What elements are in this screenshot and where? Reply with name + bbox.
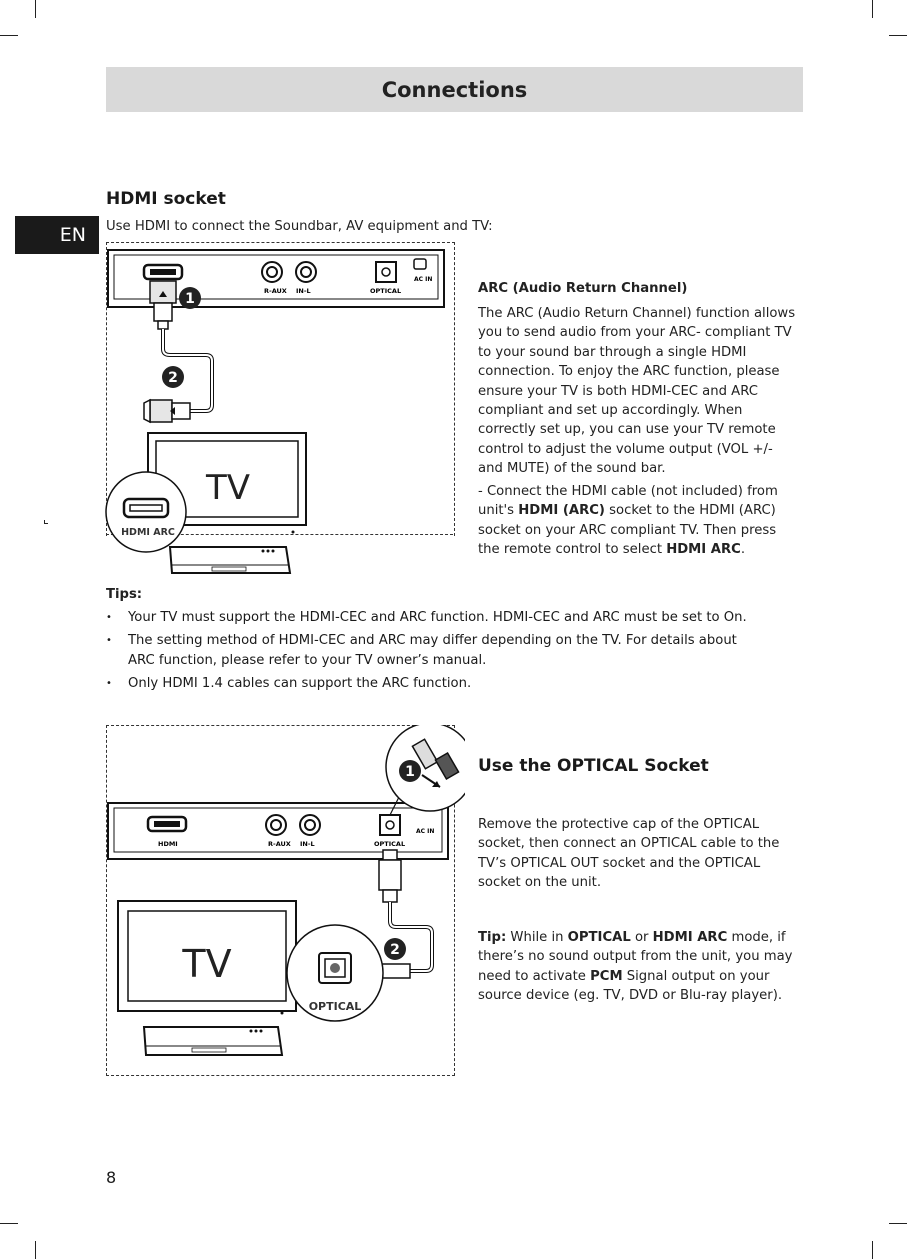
connect-instructions: - Connect the HDMI cable (not included) …	[478, 482, 801, 560]
page-number: 8	[106, 1168, 117, 1187]
hdmi-intro: Use HDMI to connect the Soundbar, AV equ…	[106, 219, 493, 234]
tip-text-1: While in	[506, 930, 568, 945]
optical-label: OPTICAL	[370, 287, 401, 295]
optical-paragraph: Remove the protective cap of the OPTICAL…	[478, 817, 780, 891]
optical-connection-diagram: HDMI R-AUX IN-L OPTICAL AC IN 1 2 TV OPT…	[107, 725, 465, 1056]
page-title: Connections	[381, 77, 528, 102]
tips-heading: Tips:	[106, 587, 143, 602]
aux-l-port	[299, 814, 321, 836]
crop-mark	[0, 35, 18, 36]
aux-r-port	[261, 261, 283, 283]
hdmi-heading: HDMI socket	[106, 189, 226, 209]
connect-text-2: socket to the HDMI (ARC) socket on your …	[478, 503, 777, 558]
step-1-badge	[399, 760, 421, 782]
tv-label: TV	[181, 942, 231, 986]
optical-heading: Use the OPTICAL Socket	[478, 756, 709, 776]
registration-mark	[44, 520, 45, 524]
tv-base-device	[168, 546, 292, 574]
step-2-badge	[162, 366, 184, 388]
crop-mark	[872, 0, 873, 18]
tip-item: Your TV must support the HDMI-CEC and AR…	[106, 608, 806, 628]
hdmi-label: HDMI	[158, 840, 178, 848]
hdmi-arc-label: HDMI ARC	[121, 527, 175, 538]
step-1-badge	[179, 287, 201, 309]
tip-bold-hdmi-arc: HDMI ARC	[652, 930, 728, 945]
tip-text-3: mode, if there’s no sound output from th…	[478, 930, 793, 984]
hdmi-plug-bottom	[149, 399, 173, 423]
svg-text:1: 1	[185, 291, 195, 307]
section-header-bar: Connections	[106, 67, 803, 112]
optical-callout-label: OPTICAL	[309, 1000, 362, 1013]
optical-plug-top	[382, 849, 398, 861]
optical-tip: Tip: While in OPTICAL or HDMI ARC mode, …	[478, 928, 794, 1006]
tip-text-4: Signal output on your source device (eg.…	[478, 968, 783, 1004]
in-l-label: IN-L	[296, 287, 311, 295]
tip-text-2: or	[630, 930, 653, 945]
arc-heading: ARC (Audio Return Channel)	[478, 281, 688, 296]
r-aux-label: R-AUX	[268, 840, 291, 848]
ac-in-label: AC IN	[416, 828, 434, 835]
tip-bold-pcm: PCM	[590, 968, 623, 984]
r-aux-label: R-AUX	[264, 287, 287, 295]
tip-item: The setting method of HDMI-CEC and ARC m…	[106, 631, 806, 670]
in-l-label: IN-L	[300, 840, 315, 848]
tip-label: Tip:	[478, 930, 507, 945]
registration-mark	[44, 523, 48, 524]
language-tab: EN	[15, 216, 99, 254]
hdmi-connection-diagram: R-AUX IN-L OPTICAL AC IN 1 2 TV HDMI ARC	[105, 249, 445, 574]
optical-label: OPTICAL	[374, 840, 405, 848]
diagram-frame	[106, 725, 455, 1076]
connect-text-3: .	[740, 542, 746, 558]
connect-bold-hdmi-arc-socket: HDMI (ARC)	[518, 503, 605, 519]
aux-l-port	[295, 261, 317, 283]
ac-in-port	[413, 258, 427, 270]
tips-list: Your TV must support the HDMI-CEC and AR…	[106, 608, 806, 698]
tip-item: Only HDMI 1.4 cables can support the ARC…	[106, 674, 806, 694]
crop-mark	[889, 35, 907, 36]
tv-label: TV	[205, 468, 250, 508]
crop-mark	[35, 1241, 36, 1259]
diagram-frame	[106, 242, 455, 536]
crop-mark	[889, 1223, 907, 1224]
arc-paragraph: The ARC (Audio Return Channel) function …	[478, 306, 796, 477]
aux-r-port	[265, 814, 287, 836]
step-2-badge	[384, 938, 406, 960]
optical-plug-bottom	[379, 963, 411, 979]
ac-in-label: AC IN	[414, 276, 432, 283]
optical-cable	[388, 902, 434, 973]
crop-mark	[0, 1223, 18, 1224]
diagram-frame-bottom	[106, 534, 453, 535]
tip-bold-optical: OPTICAL	[567, 930, 631, 945]
tv-base-device	[142, 1026, 284, 1056]
svg-text:2: 2	[168, 370, 178, 386]
svg-text:1: 1	[405, 764, 415, 780]
crop-mark	[35, 0, 36, 18]
crop-mark	[872, 1241, 873, 1259]
connect-text-1: - Connect the HDMI cable (not included) …	[478, 484, 778, 519]
connect-bold-hdmi-arc: HDMI ARC	[666, 542, 741, 558]
svg-text:2: 2	[390, 942, 400, 958]
